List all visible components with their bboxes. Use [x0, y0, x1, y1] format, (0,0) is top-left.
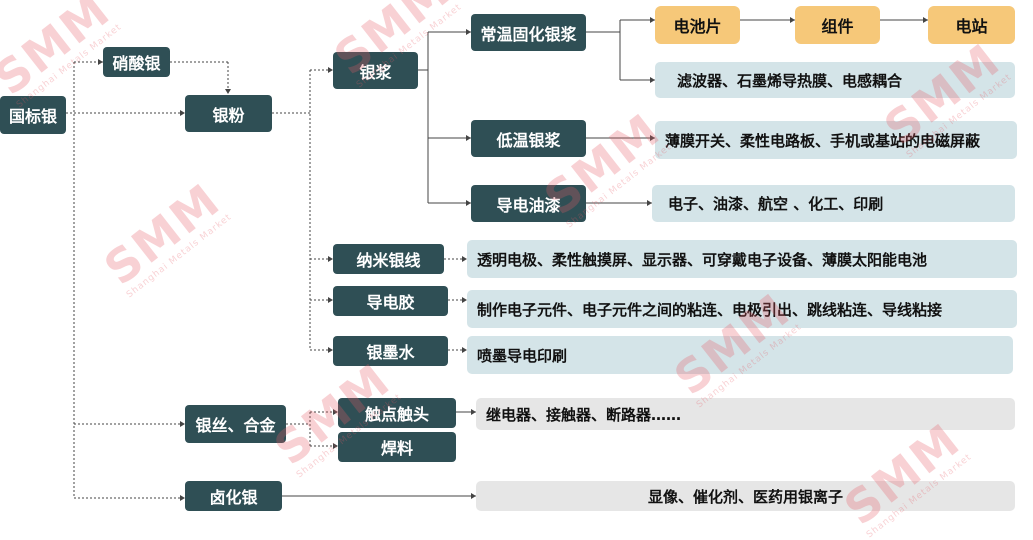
chain-cell: 电池片 [655, 6, 740, 44]
connector-lines [66, 17, 928, 501]
app-paint: 电子、油漆、航空 、化工、印刷 [652, 185, 1015, 222]
node-silver-powder: 银粉 [185, 95, 272, 132]
app-ink: 喷墨导电印刷 [467, 336, 1013, 374]
node-silver-ink: 银墨水 [333, 336, 448, 366]
node-wire-alloy: 银丝、合金 [185, 405, 286, 443]
node-solder: 焊料 [338, 432, 456, 462]
app-relay: 继电器、接触器、断路器…… [476, 398, 1015, 430]
node-contacts: 触点触头 [338, 398, 456, 428]
node-conductive-glue: 导电胶 [333, 286, 448, 316]
node-silver-halide: 卤化银 [185, 481, 282, 511]
app-halide: 显像、催化剂、医药用银离子 [476, 481, 1015, 511]
chain-module: 组件 [795, 6, 880, 44]
node-silver-nitrate: 硝酸银 [103, 47, 170, 77]
app-membrane: 薄膜开关、柔性电路板、手机或基站的电磁屏蔽 [655, 121, 1017, 159]
node-silver-paste: 银浆 [333, 52, 418, 89]
chain-station: 电站 [928, 6, 1015, 44]
app-glue: 制作电子元件、电子元件之间的粘连、电极引出、跳线粘连、导线粘接 [467, 290, 1017, 328]
app-nano: 透明电极、柔性触摸屏、显示器、可穿戴电子设备、薄膜太阳能电池 [467, 240, 1017, 278]
node-root: 国标银 [0, 96, 66, 134]
node-conductive-paint: 导电油漆 [471, 185, 586, 222]
node-nano-wire: 纳米银线 [333, 244, 444, 274]
node-high-temp-paste: 常温固化银浆 [471, 14, 586, 51]
node-low-temp-paste: 低温银浆 [471, 120, 586, 157]
app-filters: 滤波器、石墨烯导热膜、电感耦合 [655, 62, 1015, 98]
